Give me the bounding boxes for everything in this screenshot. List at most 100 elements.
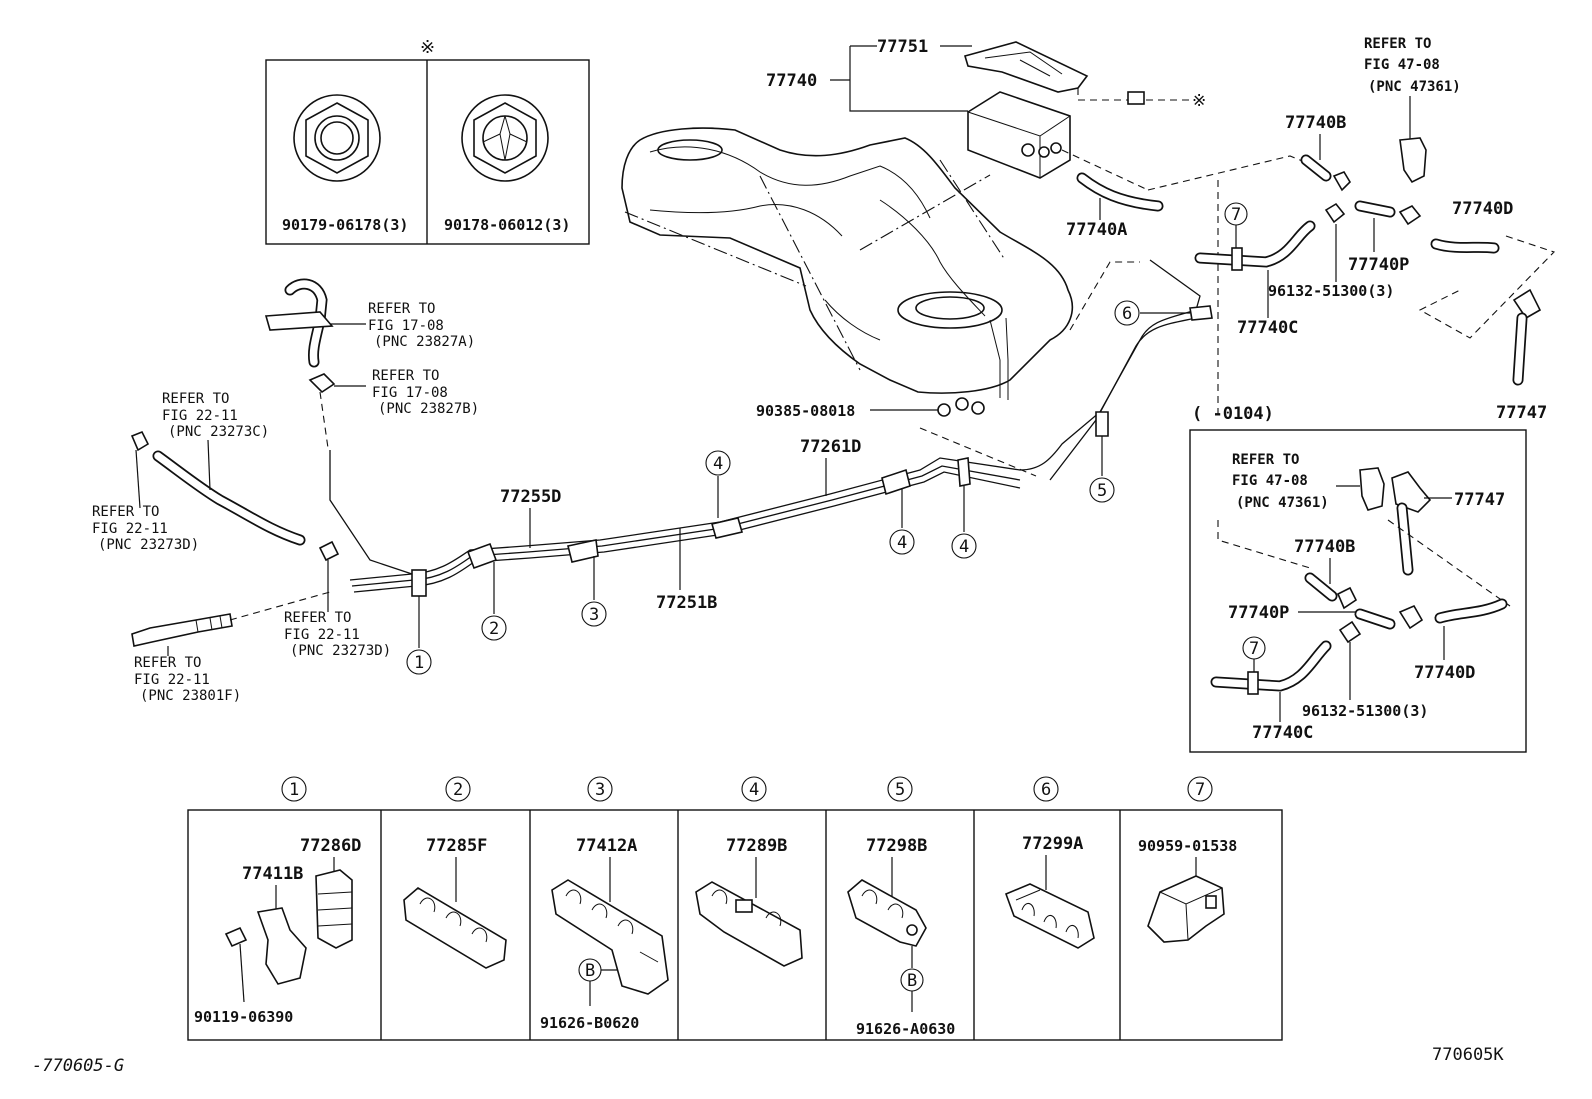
clamp-icon: [308, 373, 336, 394]
ref-2211f-3: (PNC 23801F): [140, 688, 241, 704]
inset-label-77740P: 77740P: [1228, 603, 1289, 623]
inset-earlier-model: ( -0104) REFER TO FIG 47-08 (PNC 47361) …: [1189, 404, 1527, 753]
callout-7: 7: [1231, 205, 1241, 225]
cell3-bolt: 91626-B0620: [540, 1014, 639, 1032]
callout-5: 5: [1097, 481, 1107, 501]
cell6-main: 77299A: [1022, 834, 1083, 854]
hose-77747: [1512, 288, 1542, 386]
table-header-5: 5: [895, 780, 905, 800]
hex-nut-right: [461, 94, 549, 182]
table-header-2: 2: [453, 780, 463, 800]
callout-3: 3: [589, 605, 599, 625]
table-cell-7: 90959-01538: [1138, 837, 1237, 943]
nut-icon: [971, 401, 985, 415]
ref-2211d1-1: REFER TO: [92, 504, 159, 520]
nut-icon: [955, 397, 969, 411]
nut-icon: [937, 403, 951, 417]
inset-label-77747: 77747: [1454, 490, 1505, 510]
ref-4708-top-2: FIG 47-08: [1364, 57, 1440, 73]
nut-left-label: 90179-06178(3): [282, 216, 408, 234]
ref-2211d2-2: FIG 22-11: [284, 627, 360, 643]
clamp-3: [567, 539, 599, 563]
vsv-inset: [1391, 471, 1432, 513]
table-header-7: 7: [1195, 780, 1205, 800]
ref-1708a-3: (PNC 23827A): [374, 334, 475, 350]
clamp-6: [1189, 305, 1213, 321]
ref-4708-inset-1: REFER TO: [1232, 452, 1299, 468]
cell5-b: B: [907, 971, 917, 991]
cell5-main: 77298B: [866, 836, 927, 856]
cell3-b: B: [585, 961, 595, 981]
canister-bracket: [963, 41, 1089, 93]
ref-4708-inset-2: FIG 47-08: [1232, 473, 1308, 489]
inset-label-77740C: 77740C: [1252, 723, 1313, 743]
table-cell-4: 77289B: [695, 836, 803, 967]
hose-breather: [152, 450, 306, 546]
clamp-center-icon: [735, 899, 753, 913]
clamp-table: 1 2 3 4 5 6 7 77286D 77411B 90119-06390: [187, 776, 1283, 1041]
hose-77740P: [1354, 200, 1396, 218]
ref-4708-top-3: (PNC 47361): [1368, 79, 1461, 95]
hose-filler-top: [264, 278, 334, 368]
hose-77740B: [1300, 154, 1332, 182]
cell1-main: 77286D: [300, 836, 361, 856]
hose-return: [131, 613, 233, 647]
table-headers: 1 2 3 4 5 6 7: [281, 776, 1213, 802]
cell5-bolt: 91626-A0630: [856, 1020, 955, 1038]
line-callouts: 1 2 3 4 4 4 5 6: [406, 300, 1190, 675]
canister-asterisk: ※: [1192, 91, 1206, 111]
clip-icon: [1336, 586, 1358, 610]
ref-2211c-1: REFER TO: [162, 391, 229, 407]
callout-2: 2: [489, 619, 499, 639]
clamp-77289B: [695, 881, 803, 967]
grommet: [1127, 91, 1190, 105]
nut-inset: ※ 90179-06178(3) 90178-06012(3): [265, 37, 590, 245]
ref-4708-top-1: REFER TO: [1364, 36, 1431, 52]
table-header-3: 3: [595, 780, 605, 800]
clip-window-icon: [1205, 895, 1217, 909]
hose-77740D: [1430, 238, 1500, 254]
vsv-bracket-inset: [1359, 467, 1385, 511]
label-77740D: 77740D: [1452, 199, 1513, 219]
ref-1708a-1: REFER TO: [368, 301, 435, 317]
table-cell-1: 77286D 77411B 90119-06390: [194, 836, 361, 1026]
inset-label-77740D: 77740D: [1414, 663, 1475, 683]
clamp-hole-icon: [906, 924, 918, 936]
label-77255D: 77255D: [500, 487, 561, 507]
table-header-1: 1: [289, 780, 299, 800]
left-references: REFER TO FIG 17-08 (PNC 23827A) REFER TO…: [92, 278, 479, 704]
ref-2211f-1: REFER TO: [134, 655, 201, 671]
inset-label-96132: 96132-51300(3): [1302, 702, 1428, 720]
cell1-bolt: 90119-06390: [194, 1008, 293, 1026]
label-77740C: 77740C: [1237, 318, 1298, 338]
cell3-main: 77412A: [576, 836, 637, 856]
canister-bracket-label: 77751: [877, 37, 928, 57]
ref-4708-inset-3: (PNC 47361): [1236, 495, 1329, 511]
ref-1708b-2: FIG 17-08: [372, 385, 448, 401]
table-cell-3: 77412A B 91626-B0620: [540, 836, 669, 1032]
inset-label-77740B: 77740B: [1294, 537, 1355, 557]
label-77747: 77747: [1496, 403, 1547, 423]
table-header-6: 6: [1041, 780, 1051, 800]
hose-77740A: 77740A: [1066, 172, 1164, 240]
ref-1708b-3: (PNC 23827B): [378, 401, 479, 417]
clamp-4a: [710, 517, 744, 539]
footer-right-code: 770605K: [1432, 1045, 1504, 1065]
cell4-main: 77289B: [726, 836, 787, 856]
clip-icon: [1324, 202, 1346, 224]
cell1-second: 77411B: [242, 864, 303, 884]
clip-icon: [1398, 604, 1424, 630]
ref-2211f-2: FIG 22-11: [134, 672, 210, 688]
footer-left-code: -770605-G: [32, 1056, 124, 1076]
clip-icon: [1338, 620, 1362, 644]
clip-icon: [1332, 171, 1352, 192]
bolt-icon: [224, 926, 248, 948]
label-90385: 90385-08018: [756, 402, 855, 420]
ref-2211d2-1: REFER TO: [284, 610, 351, 626]
table-cell-2: 77285F: [403, 836, 507, 969]
label-77251B: 77251B: [656, 593, 717, 613]
clamp-77299A: [1004, 883, 1095, 949]
ref-2211c-2: FIG 22-11: [162, 408, 238, 424]
nut-right-label: 90178-06012(3): [444, 216, 570, 234]
